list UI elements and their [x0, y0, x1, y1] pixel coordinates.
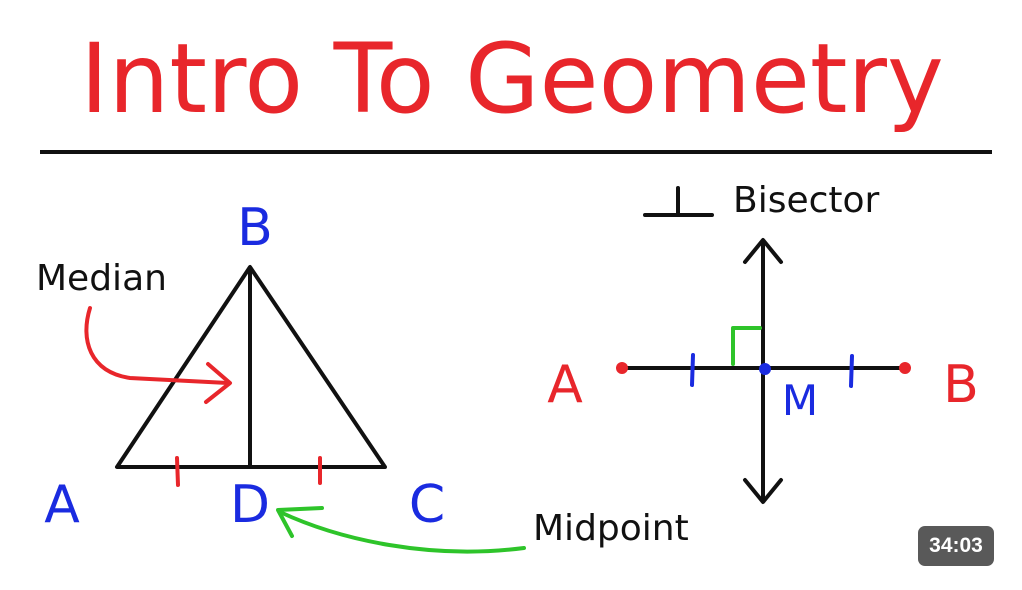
duration-badge: 34:03	[918, 526, 994, 566]
tick-left	[690, 353, 695, 387]
median-arrowhead-icon	[204, 362, 232, 404]
right-angle-icon	[731, 326, 762, 366]
median-label: Median	[36, 258, 167, 299]
midpoint-arrowhead-icon	[276, 506, 324, 538]
point-m-dot	[759, 363, 771, 375]
point-label-a: A	[547, 355, 583, 415]
median-arrow	[84, 306, 230, 385]
title: Intro To Geometry	[80, 23, 944, 135]
vertex-label-a: A	[44, 475, 80, 535]
point-label-b: B	[943, 355, 979, 415]
point-a-dot	[616, 362, 628, 374]
vertex-label-b: B	[237, 198, 273, 258]
bisector-label: Bisector	[733, 180, 880, 221]
midpoint-arrow	[278, 510, 526, 554]
perpendicular-symbol-icon	[643, 186, 714, 217]
arrowheads-icon	[743, 238, 783, 504]
vertex-label-c: C	[409, 475, 445, 535]
tick-right	[849, 354, 854, 388]
point-label-m: M	[782, 376, 818, 425]
midpoint-label: Midpoint	[533, 508, 689, 549]
point-b-dot	[899, 362, 911, 374]
midpoint-label-d: D	[230, 475, 270, 535]
congruence-tick-left	[175, 456, 180, 487]
